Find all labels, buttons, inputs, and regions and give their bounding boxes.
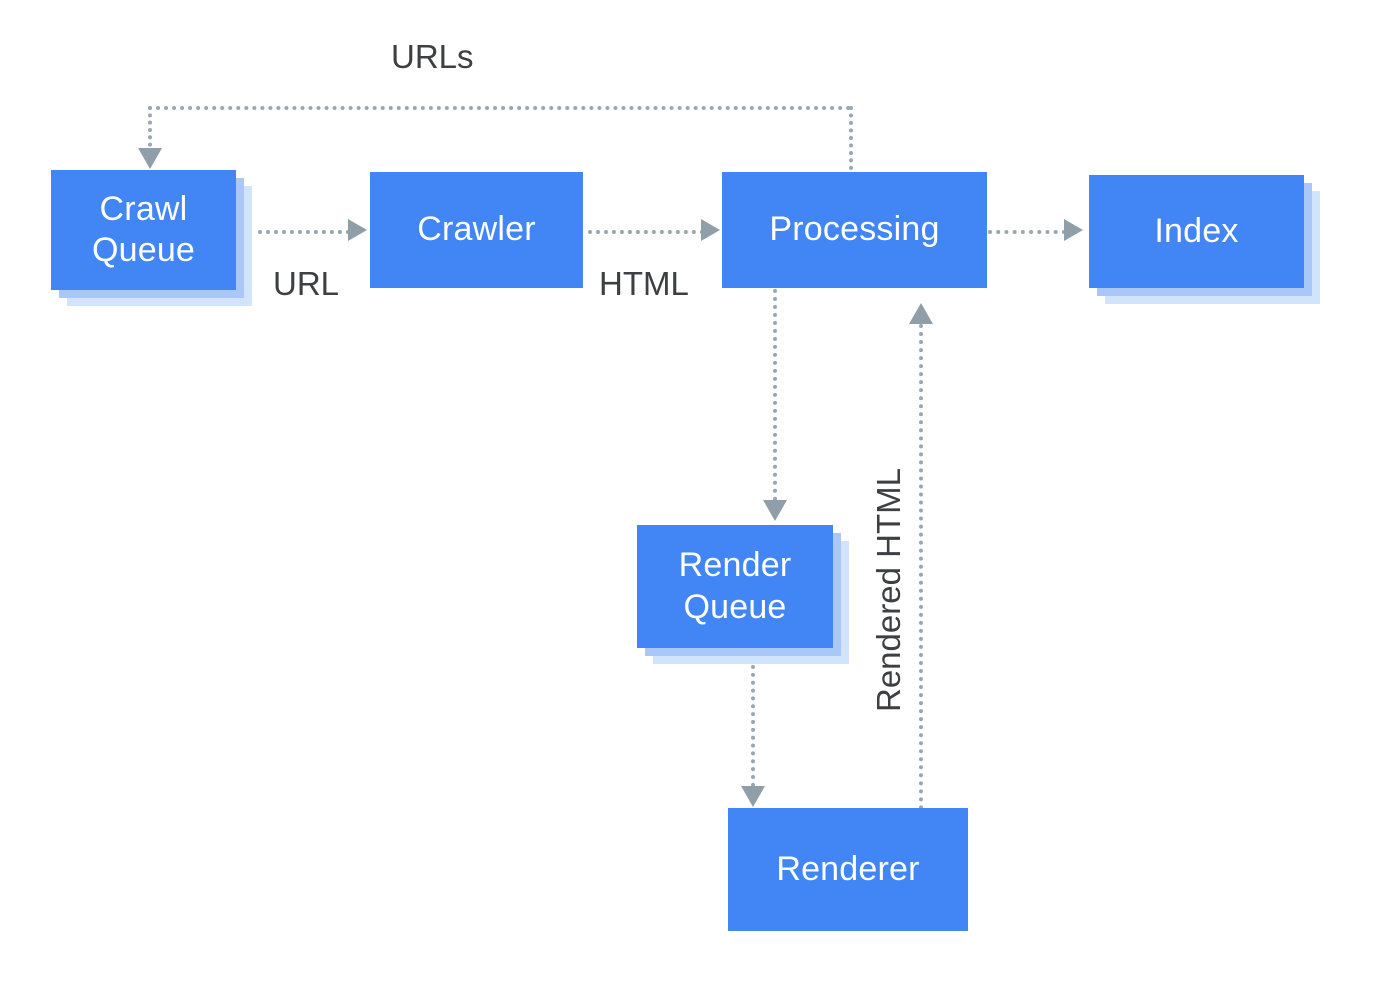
- node-label: Render Queue: [678, 546, 792, 626]
- connector-html: [588, 230, 704, 234]
- node-face: [370, 172, 583, 288]
- connector-to-render-queue: [773, 289, 777, 501]
- arrowhead-html-into-processing: [701, 219, 720, 241]
- node-crawl-queue[interactable]: Crawl Queue: [51, 170, 252, 306]
- node-face: [637, 525, 833, 648]
- connector-urls-riser: [849, 106, 853, 170]
- arrowhead-urls-into-crawl-queue: [138, 148, 162, 169]
- node-label: Crawler: [417, 210, 536, 249]
- arrowhead-into-processing: [909, 303, 933, 324]
- node-index[interactable]: Index: [1089, 175, 1320, 304]
- node-face: [1089, 175, 1304, 288]
- node-face: [722, 172, 987, 288]
- node-label: Index: [1154, 211, 1239, 250]
- node-face: [728, 808, 968, 931]
- connector-urls-drop: [148, 106, 152, 154]
- arrowhead-into-renderer: [741, 786, 765, 807]
- arrowhead-into-render-queue: [763, 500, 787, 521]
- edge-label-html: HTML: [599, 265, 689, 302]
- connector-to-renderer: [751, 665, 755, 787]
- edge-label-url: URL: [273, 265, 340, 302]
- node-label: Processing: [769, 210, 940, 249]
- connector-urls-span: [148, 106, 851, 110]
- node-crawler[interactable]: Crawler: [370, 172, 583, 288]
- node-processing[interactable]: Processing: [722, 172, 987, 288]
- arrowhead-url-into-crawler: [348, 219, 367, 241]
- node-face: [51, 170, 236, 290]
- node-renderer[interactable]: Renderer: [728, 808, 968, 931]
- connector-url: [258, 230, 350, 234]
- node-render-queue[interactable]: Render Queue: [637, 525, 849, 664]
- edge-label-urls: URLs: [391, 38, 474, 75]
- node-label: Crawl Queue: [91, 189, 196, 269]
- node-label: Renderer: [776, 849, 920, 888]
- edge-label-rendered-html: Rendered HTML: [870, 468, 907, 712]
- connector-rendered-html: [919, 324, 923, 810]
- connector-to-index: [988, 230, 1066, 234]
- arrowhead-into-index: [1064, 219, 1083, 241]
